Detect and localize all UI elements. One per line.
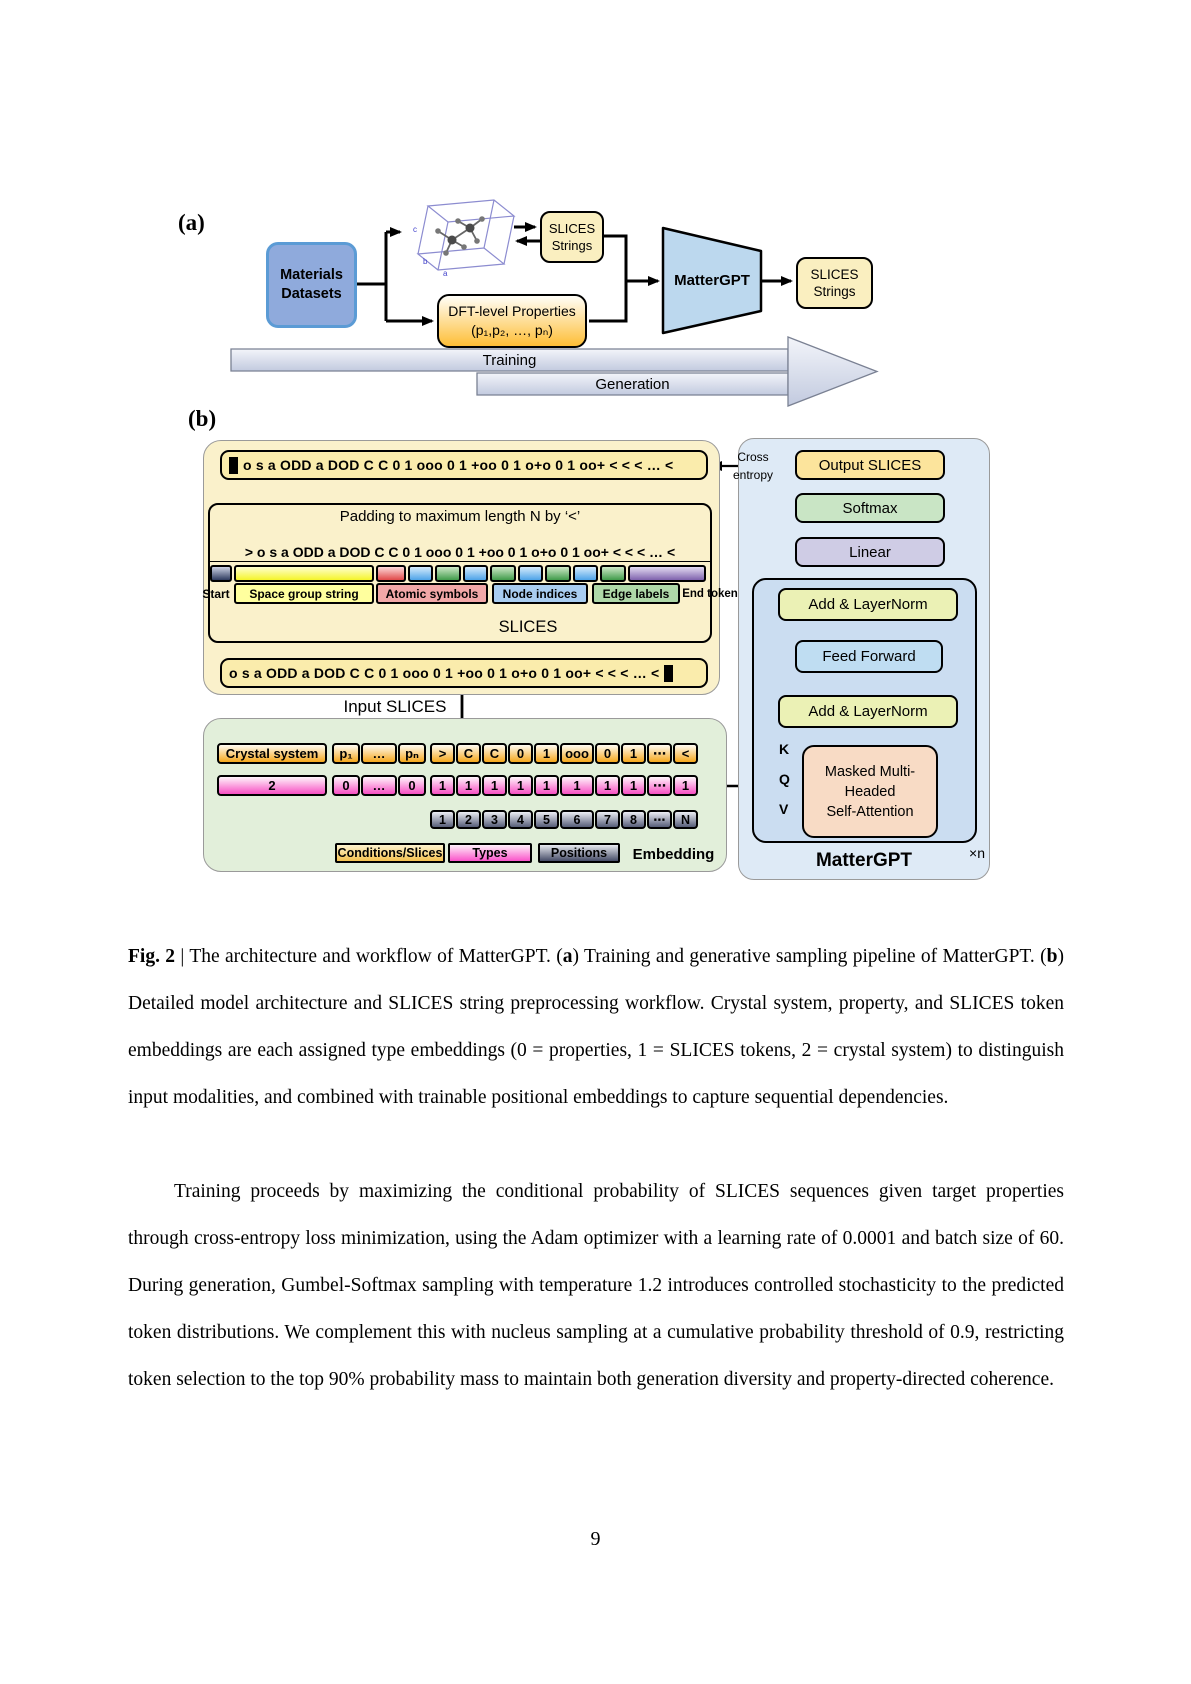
dft-properties-box: DFT-level Properties(p₁,p₂, …, pₙ) [437,294,587,348]
figure-caption: Fig. 2 | The architecture and workflow o… [128,933,1064,1121]
mattergpt-trapezoid-label: MatterGPT [674,272,750,289]
training-arrow-label: Training [482,351,537,369]
cursor-block-icon [664,664,674,682]
svg-text:c: c [413,225,417,234]
query-label: Q [779,771,790,787]
output-string-text: o s a ODD a DOD C C 0 1 ooo 0 1 +oo 0 1 … [243,457,674,473]
caption-a-bold: a [562,946,573,967]
property-cells: p₁…pₙ [332,743,426,764]
add-layernorm-box-top: Add & LayerNorm [778,588,958,621]
caption-text-2: ) Training and generative sampling pipel… [572,946,1047,967]
cross-entropy-label-2: entropy [732,468,774,482]
softmax-box: Softmax [795,493,945,523]
node-indices-label: Node indices [492,583,588,604]
type-embedding-crystal: 2 [217,775,327,796]
add-layernorm-box-bottom: Add & LayerNorm [778,695,958,728]
value-label: V [779,801,789,817]
caption-text-1: | The architecture and workflow of Matte… [175,946,563,967]
panel-a-label: (a) [178,210,205,235]
caption-b-bold: b [1046,946,1058,967]
mattergpt-panel-title: MatterGPT [815,850,913,871]
legend-embedding-label: Embedding [632,845,715,863]
input-string-text: o s a ODD a DOD C C 0 1 ooo 0 1 +oo 0 1 … [229,665,660,681]
arrowhead-icon [787,336,879,407]
cross-entropy-label-1: Cross [737,450,769,464]
end-token-label: End token [682,587,738,600]
feed-forward-box: Feed Forward [795,640,943,673]
caption-fig-label: Fig. 2 [128,946,176,967]
times-n-label: ×n [969,845,985,861]
training-generation-arrows [230,336,879,407]
figure-2: c b a [178,199,990,880]
caption-text-3: ) Detailed model architecture and SLICES… [128,946,1064,1108]
generation-arrow-label: Generation [595,375,670,393]
token-string: > o s a ODD a DOD C C 0 1 ooo 0 1 +oo 0 … [210,544,710,562]
atomic-symbols-label: Atomic symbols [376,583,488,604]
token-color-row [210,565,710,582]
linear-box: Linear [795,537,945,567]
slices-brace-label: SLICES [498,618,558,636]
input-string-box: o s a ODD a DOD C C 0 1 ooo 0 1 +oo 0 1 … [220,658,708,688]
space-group-label: Space group string [234,583,374,604]
mattergpt-trapezoid [661,226,763,335]
panel-a-connectors [357,222,793,326]
output-string-box: o s a ODD a DOD C C 0 1 ooo 0 1 +oo 0 1 … [220,450,708,480]
output-slices-box: Output SLICES [795,450,945,480]
crystal-structure-image: c b a [413,199,516,278]
start-token-label: Start [202,586,230,601]
legend-types: Types [448,843,532,863]
panel-b-label: (b) [188,406,217,431]
input-slices-label: Input SLICES [343,697,447,716]
svg-text:a: a [443,269,448,278]
cursor-block-icon [229,456,238,474]
crystal-system-cell: Crystal system [217,743,327,764]
svg-text:b: b [423,257,428,266]
legend-conditions-slices: Conditions/Slices [335,843,445,863]
type-embedding-properties: 0…0 [332,775,426,796]
tokenization-box [208,503,712,643]
legend-positions: Positions [538,843,620,863]
key-label: K [779,741,790,757]
padding-note: Padding to maximum length N by ‘<’ [339,508,581,525]
page-number: 9 [590,1528,601,1550]
body-paragraph: Training proceeds by maximizing the cond… [128,1181,1064,1390]
figure-connectors: c b a [230,199,879,821]
edge-labels-label: Edge labels [592,583,680,604]
